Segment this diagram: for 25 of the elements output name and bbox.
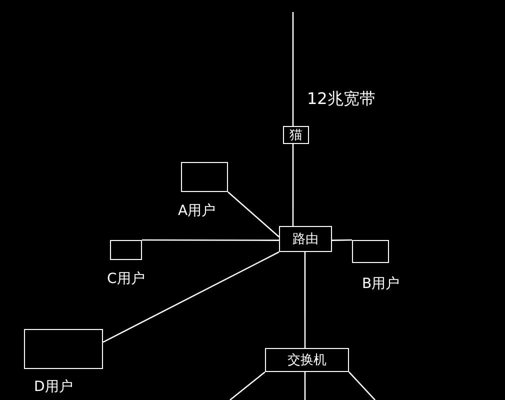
device-label: 交换机	[288, 354, 326, 366]
connection-line	[228, 192, 280, 238]
device-label: 猫	[290, 128, 302, 142]
connection-line	[304, 252, 306, 348]
user-label: B用户	[362, 277, 400, 291]
device-label: 路由	[292, 232, 318, 246]
connection-line	[292, 144, 294, 226]
empty-box	[24, 329, 103, 369]
user-label: D用户	[34, 380, 73, 394]
connection-line	[304, 372, 306, 400]
device-box	[283, 126, 309, 144]
connection-line	[230, 372, 266, 400]
connection-line	[348, 372, 376, 400]
user-label: C用户	[107, 272, 145, 286]
empty-box	[181, 162, 228, 192]
empty-box	[352, 240, 389, 263]
connection-line	[142, 239, 279, 241]
connection-line	[102, 251, 280, 343]
device-box	[265, 348, 349, 372]
device-box	[279, 226, 332, 252]
bandwidth-label: 12兆宽带	[307, 91, 376, 107]
connection-line	[292, 12, 294, 126]
empty-box	[110, 240, 142, 260]
connection-line	[332, 239, 352, 241]
user-label: A用户	[178, 204, 216, 218]
